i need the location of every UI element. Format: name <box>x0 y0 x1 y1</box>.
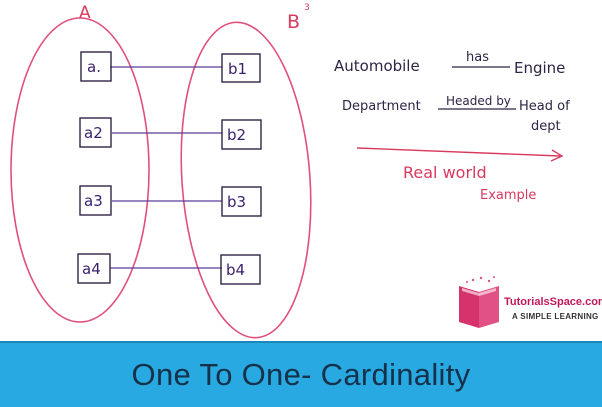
set-a-item: a2 <box>84 124 103 142</box>
note-line2-right-1: Head of <box>519 99 570 114</box>
banner-title: One To One- Cardinality <box>131 357 471 392</box>
diagram-canvas: A B 3 a. a2 a3 a4 b1 b2 b3 b4 Automobile… <box>10 3 570 339</box>
set-b-box-1: b1 <box>221 53 261 83</box>
arrow-head-icon <box>550 149 564 162</box>
note-line2-left: Department <box>342 99 421 114</box>
set-b-label: B <box>287 11 300 33</box>
logo-name: TutorialsSpace.com <box>504 296 602 308</box>
set-b-superscript: 3 <box>304 3 310 13</box>
book-icon <box>459 276 499 328</box>
set-a-ellipse <box>10 17 150 323</box>
set-a-box-3: a3 <box>79 185 112 216</box>
set-a-box-4: a4 <box>77 253 111 284</box>
set-b-item: b1 <box>228 60 247 78</box>
logo: TutorialsSpace.com A SIMPLE LEARNING <box>458 276 602 328</box>
note-line1-rel: has <box>466 50 489 65</box>
example-line2: Example <box>480 188 536 203</box>
title-banner: One To One- Cardinality <box>0 341 602 407</box>
set-b-box-3: b3 <box>221 186 262 217</box>
set-a-box-2: a2 <box>79 117 112 148</box>
logo-tagline: A SIMPLE LEARNING <box>512 312 599 321</box>
set-a-item: a. <box>87 58 101 76</box>
note-line2-rel: Headed by <box>446 94 511 108</box>
example-arrow-shaft <box>356 147 561 157</box>
set-b-box-4: b4 <box>220 254 261 285</box>
set-a-box-1: a. <box>80 51 112 82</box>
note-line1-left: Automobile <box>334 57 420 75</box>
example-line1: Real world <box>403 163 487 182</box>
set-a-item: a4 <box>82 260 101 278</box>
set-a-item: a3 <box>84 192 103 210</box>
note-line2-right-2: dept <box>531 119 561 134</box>
set-b-ellipse <box>180 21 312 339</box>
note-line1-right: Engine <box>514 59 565 77</box>
set-b-box-2: b2 <box>221 119 262 150</box>
set-b-item: b4 <box>226 261 245 279</box>
set-b-item: b3 <box>227 193 246 211</box>
set-a-label: A <box>79 3 91 23</box>
set-b-item: b2 <box>227 126 246 144</box>
